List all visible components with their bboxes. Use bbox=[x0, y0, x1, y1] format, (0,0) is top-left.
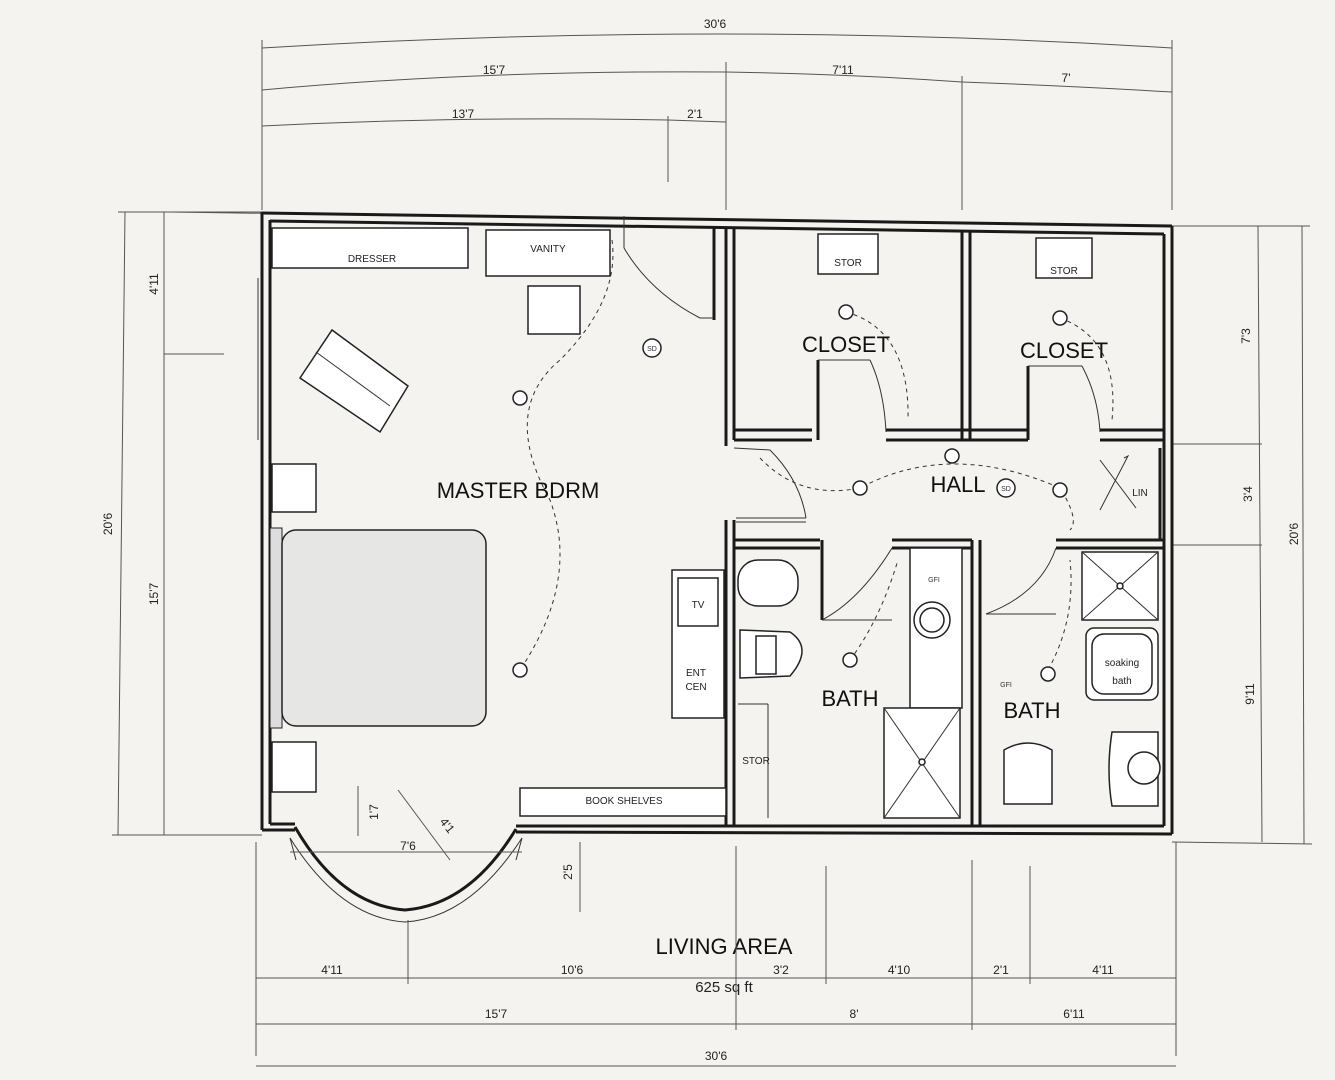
room-master-bedroom: MASTER BDRM bbox=[437, 478, 600, 503]
area-label: 625 sq ft bbox=[695, 979, 753, 996]
vanity: VANITY bbox=[485, 229, 611, 277]
bed bbox=[269, 527, 487, 729]
dim-top-right: 7' bbox=[1062, 71, 1071, 85]
room-bath-2: BATH bbox=[1003, 698, 1060, 723]
dim-left-total: 20'6 bbox=[101, 513, 115, 536]
soaking-label: soaking bbox=[1105, 658, 1139, 669]
room-bath-1: BATH bbox=[821, 686, 878, 711]
room-hall: HALL bbox=[930, 472, 985, 497]
room-living-area: LIVING AREA bbox=[656, 934, 793, 959]
nightstand-top bbox=[271, 463, 317, 513]
dim-right-73: 7'3 bbox=[1239, 328, 1253, 344]
tv-entertainment-center: TV ENT CEN bbox=[671, 569, 725, 719]
svg-text:8': 8' bbox=[850, 1007, 859, 1021]
svg-text:2'1: 2'1 bbox=[993, 963, 1009, 977]
closet-stor-1: STOR bbox=[817, 233, 879, 275]
exterior-walls bbox=[169, 211, 1174, 923]
svg-text:15'7: 15'7 bbox=[485, 1007, 508, 1021]
svg-text:SD: SD bbox=[1001, 486, 1011, 493]
dim-left-157: 15'7 bbox=[147, 583, 161, 606]
bath-label: bath bbox=[1112, 676, 1131, 687]
svg-text:STOR: STOR bbox=[1050, 266, 1078, 277]
closet-stor-2: STOR bbox=[1035, 237, 1093, 279]
bottom-dimensions: 4'11 10'6 3'2 4'10 2'1 4'11 15'7 8' 6'11… bbox=[255, 842, 1177, 1067]
door-swings bbox=[623, 216, 1137, 621]
svg-text:BOOK SHELVES: BOOK SHELVES bbox=[585, 796, 662, 807]
dim-right-34: 3'4 bbox=[1241, 486, 1255, 502]
top-dimensions: 30'6 15'7 7'11 7' 13'7 2'1 bbox=[261, 17, 1173, 210]
svg-text:4'1: 4'1 bbox=[437, 815, 458, 836]
svg-text:30'6: 30'6 bbox=[705, 1049, 728, 1063]
vanity-chair bbox=[527, 285, 581, 335]
bath1-stor-label: STOR bbox=[742, 756, 770, 767]
svg-text:STOR: STOR bbox=[834, 258, 862, 269]
dim-top-13: 13'7 bbox=[452, 107, 475, 121]
dim-left-411: 4'11 bbox=[147, 273, 161, 295]
dim-top-left: 15'7 bbox=[483, 63, 506, 77]
light-fixtures bbox=[512, 304, 1068, 682]
dim-right-total: 20'6 bbox=[1287, 523, 1301, 546]
soaking-bath: soaking bath bbox=[1085, 627, 1159, 701]
left-dimensions: 20'6 4'11 15'7 bbox=[101, 211, 262, 836]
svg-text:2'5: 2'5 bbox=[561, 864, 575, 880]
electrical-circuits bbox=[519, 239, 1114, 671]
svg-text:10'6: 10'6 bbox=[561, 963, 584, 977]
dim-top-total: 30'6 bbox=[704, 17, 727, 31]
nightstand-bottom bbox=[271, 741, 317, 793]
dresser: DRESSER bbox=[271, 227, 469, 269]
smoke-detector-bedroom: SD bbox=[642, 338, 662, 358]
ent-label: ENT bbox=[686, 668, 706, 679]
svg-text:DRESSER: DRESSER bbox=[348, 254, 396, 265]
room-closet-1: CLOSET bbox=[802, 332, 890, 357]
book-shelves: BOOK SHELVES bbox=[519, 787, 727, 817]
svg-text:4'10: 4'10 bbox=[888, 963, 911, 977]
dim-right-911: 9'11 bbox=[1243, 683, 1257, 705]
svg-text:4'11: 4'11 bbox=[1092, 963, 1114, 977]
linen-label: LIN bbox=[1132, 488, 1148, 499]
bath1-fixtures: STOR GFI bbox=[737, 547, 963, 819]
svg-text:VANITY: VANITY bbox=[530, 244, 566, 255]
gfi-bath1-label: GFI bbox=[928, 577, 940, 584]
tv-label: TV bbox=[692, 600, 705, 611]
smoke-detector-hall: SD bbox=[996, 478, 1016, 498]
cen-label: CEN bbox=[685, 682, 706, 693]
room-closet-2: CLOSET bbox=[1020, 338, 1108, 363]
dim-top-mid: 7'11 bbox=[832, 63, 854, 77]
svg-text:1'7: 1'7 bbox=[367, 804, 381, 820]
chaise-lounge bbox=[298, 328, 409, 434]
bath2-fixtures: soaking bath GFI bbox=[1000, 551, 1161, 807]
svg-text:7'6: 7'6 bbox=[400, 839, 416, 853]
gfi-bath2-label: GFI bbox=[1000, 682, 1012, 689]
svg-text:SD: SD bbox=[647, 346, 657, 353]
svg-text:4'11: 4'11 bbox=[321, 963, 343, 977]
svg-text:6'11: 6'11 bbox=[1063, 1007, 1085, 1021]
right-dimensions: 7'3 3'4 9'11 20'6 bbox=[1171, 225, 1313, 845]
svg-text:3'2: 3'2 bbox=[773, 963, 789, 977]
interior-walls bbox=[712, 228, 1164, 826]
dim-top-21: 2'1 bbox=[687, 107, 703, 121]
